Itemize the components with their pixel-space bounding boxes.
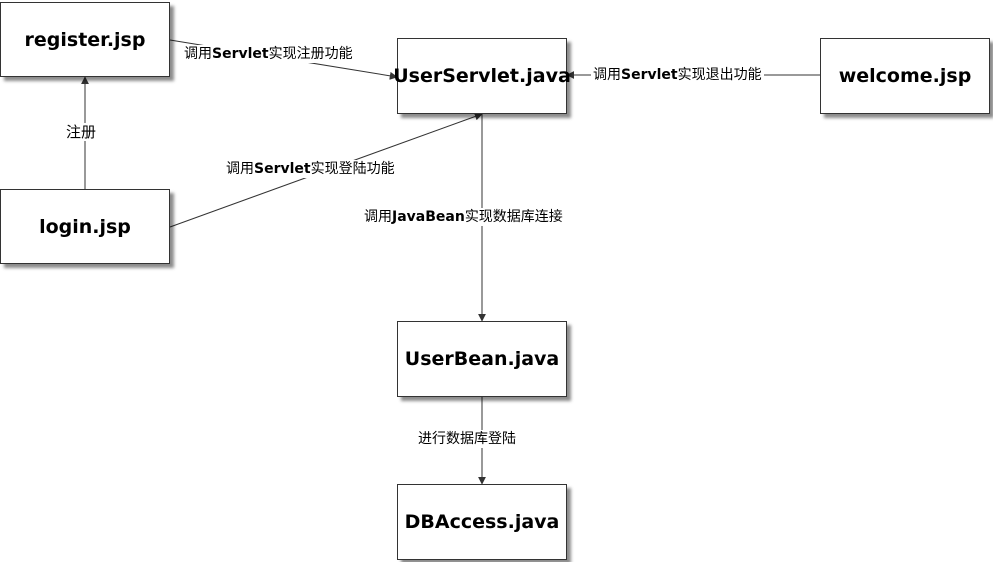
edge-label-servlet-to-bean: 调用JavaBean实现数据库连接: [362, 208, 565, 226]
edge-label-login-to-register: 注册: [64, 123, 99, 141]
node-welcome-jsp: welcome.jsp: [820, 38, 990, 114]
edge-label-bean-to-db: 进行数据库登陆: [416, 430, 518, 448]
node-register-jsp: register.jsp: [0, 2, 170, 77]
node-dbaccess-java: DBAccess.java: [397, 484, 567, 560]
node-login-jsp: login.jsp: [0, 189, 170, 264]
node-userbean-java: UserBean.java: [397, 321, 567, 397]
edge-label-register-to-servlet: 调用Servlet实现注册功能: [182, 45, 355, 63]
node-userservlet-java: UserServlet.java: [393, 38, 571, 114]
edge-label-login-to-servlet: 调用Servlet实现登陆功能: [224, 160, 397, 178]
edge-label-welcome-to-servlet: 调用Servlet实现退出功能: [591, 66, 764, 84]
